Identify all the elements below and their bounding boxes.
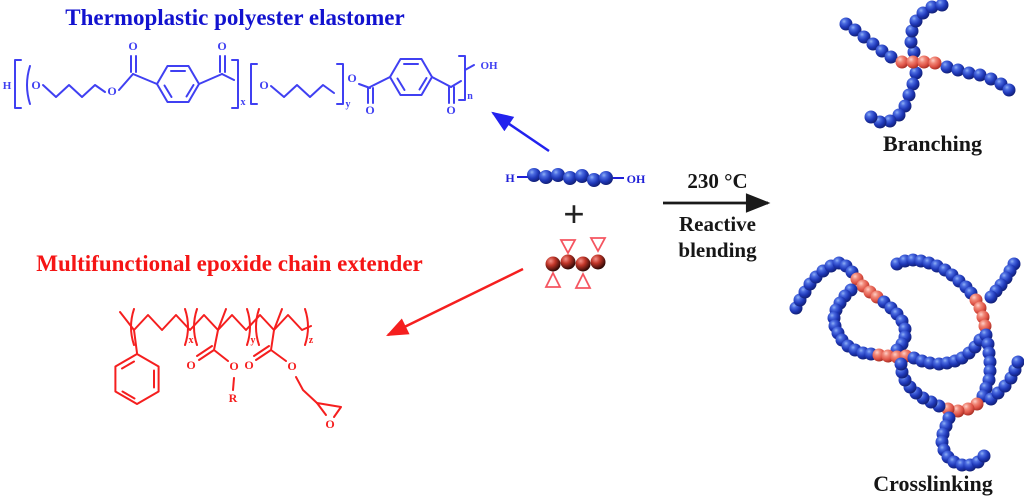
subscript-z-red: z — [309, 335, 314, 346]
tpe-ester1-bond — [118, 73, 134, 91]
tpe-bond-to-ring2 — [369, 76, 391, 88]
epoxide-phenyl-ring-inner — [121, 360, 155, 400]
atom-o-carbonyl4: O — [446, 103, 455, 117]
subscript-x-blue: x — [241, 97, 246, 108]
subscript-x-red: x — [189, 335, 194, 346]
tpe-bond-to-ring1 — [132, 73, 158, 85]
crosslinking-label: Crosslinking — [873, 471, 993, 496]
epoxide-ester1-bonds — [196, 329, 235, 391]
crosslink-loop-left — [827, 283, 878, 361]
crosslink-chain1-right — [877, 295, 912, 357]
crosslink-bottom-run — [907, 333, 987, 371]
crosslink-right-edge — [984, 257, 1021, 304]
tpe-carbonyl2-double-bond — [219, 55, 226, 73]
tpe-carbonyl3-double-bond — [367, 87, 374, 104]
atom-o-ether1: O — [31, 78, 40, 92]
crosslink-right-descent — [976, 328, 997, 403]
tpe-structure — [14, 55, 475, 109]
tpe-bracket-close-n — [458, 55, 466, 101]
tpe-bond-ring2-carbonyl4 — [431, 76, 452, 88]
atom-o-ester1: O — [107, 84, 116, 98]
epoxide-pointer-arrow — [386, 267, 524, 337]
atom-o-ester2: O — [347, 71, 356, 85]
atom-o-dbl1-red: O — [186, 358, 195, 372]
tpe-butylene-chain2 — [270, 84, 335, 98]
epoxide-methyl-groups — [217, 308, 283, 331]
branch-core — [895, 55, 942, 70]
epoxide-structure — [114, 308, 342, 418]
branching-label: Branching — [882, 131, 983, 156]
tpe-bond-to-oh — [464, 64, 475, 71]
branch-arm-right — [940, 60, 1016, 97]
atom-o-carbonyl1: O — [128, 39, 137, 53]
epoxide-phenyl-ring — [114, 353, 160, 405]
bead-layer — [527, 0, 1024, 472]
atom-o-carbonyl2: O — [217, 39, 226, 53]
crosslink-tail — [935, 411, 991, 472]
chain-oh-label: OH — [627, 172, 646, 186]
crosslink-right-rise — [984, 355, 1024, 406]
epoxide-title: Multifunctional epoxide chain extender — [36, 251, 423, 276]
atom-o-carbonyl3: O — [365, 103, 374, 117]
tpe-bracket-open-outer — [14, 59, 22, 109]
tpe-benzene-ring2-inner — [396, 63, 428, 91]
subscript-y-blue: y — [346, 99, 351, 110]
tpe-chain-connectors — [517, 176, 624, 179]
tpe-bracket-close-x — [231, 59, 239, 109]
epoxide-ring-triangle — [316, 402, 342, 418]
epoxide-bead-chain — [545, 254, 606, 272]
epoxide-group-triangles — [544, 237, 607, 289]
tpe-bond-ring1-carbonyl2 — [198, 73, 223, 85]
crosslink-top-arc — [890, 253, 978, 300]
epoxide-brackets — [130, 308, 309, 346]
atom-r-group: R — [229, 391, 238, 405]
tpe-title: Thermoplastic polyester elastomer — [65, 5, 405, 30]
subscript-y-red: y — [251, 335, 256, 346]
crosslink-chain1-left — [789, 256, 859, 315]
epoxide-ester2-bonds — [253, 329, 318, 404]
tpe-bracket-open2 — [250, 63, 258, 105]
process-line2: blending — [678, 238, 757, 262]
atom-o-ether2: O — [259, 78, 268, 92]
process-line1: Reactive — [679, 212, 756, 236]
crosslink-node3 — [969, 293, 992, 333]
temperature-label: 230 °C — [687, 169, 748, 193]
tpe-bond-to-bracket-x — [221, 73, 235, 81]
atom-o-ester1-red: O — [229, 359, 238, 373]
crosslink-node4-left-rise — [894, 357, 946, 413]
tpe-bead-chain — [527, 168, 613, 187]
atom-h-left: H — [3, 80, 12, 92]
tpe-benzene-ring1-inner — [163, 70, 195, 98]
tpe-bracket-close-y — [336, 63, 344, 105]
tpe-bond-to-bracket-n — [450, 80, 462, 88]
plus-sign: + — [563, 194, 585, 236]
tpe-carbonyl1-double-bond — [130, 55, 137, 73]
tpe-bracket-open-inner — [26, 65, 31, 105]
chain-h-label: H — [505, 171, 515, 185]
branch-arm-up — [904, 0, 949, 59]
epoxide-backbone — [119, 311, 312, 331]
atom-o-epoxide: O — [325, 417, 334, 431]
subscript-n-blue: n — [467, 91, 473, 102]
branch-arm-down — [864, 66, 923, 129]
tpe-pointer-arrow — [491, 111, 550, 153]
atom-o-ester2-red: O — [287, 359, 296, 373]
tpe-carbonyl4-double-bond — [448, 86, 455, 104]
process-label: Reactive blending — [655, 211, 780, 263]
branch-arm-upper-left — [839, 17, 898, 64]
epoxide-phenyl-bond — [133, 329, 138, 354]
atom-o-dbl2-red: O — [244, 358, 253, 372]
tpe-butylene-chain1 — [42, 84, 106, 98]
atom-oh-right: OH — [480, 60, 498, 72]
